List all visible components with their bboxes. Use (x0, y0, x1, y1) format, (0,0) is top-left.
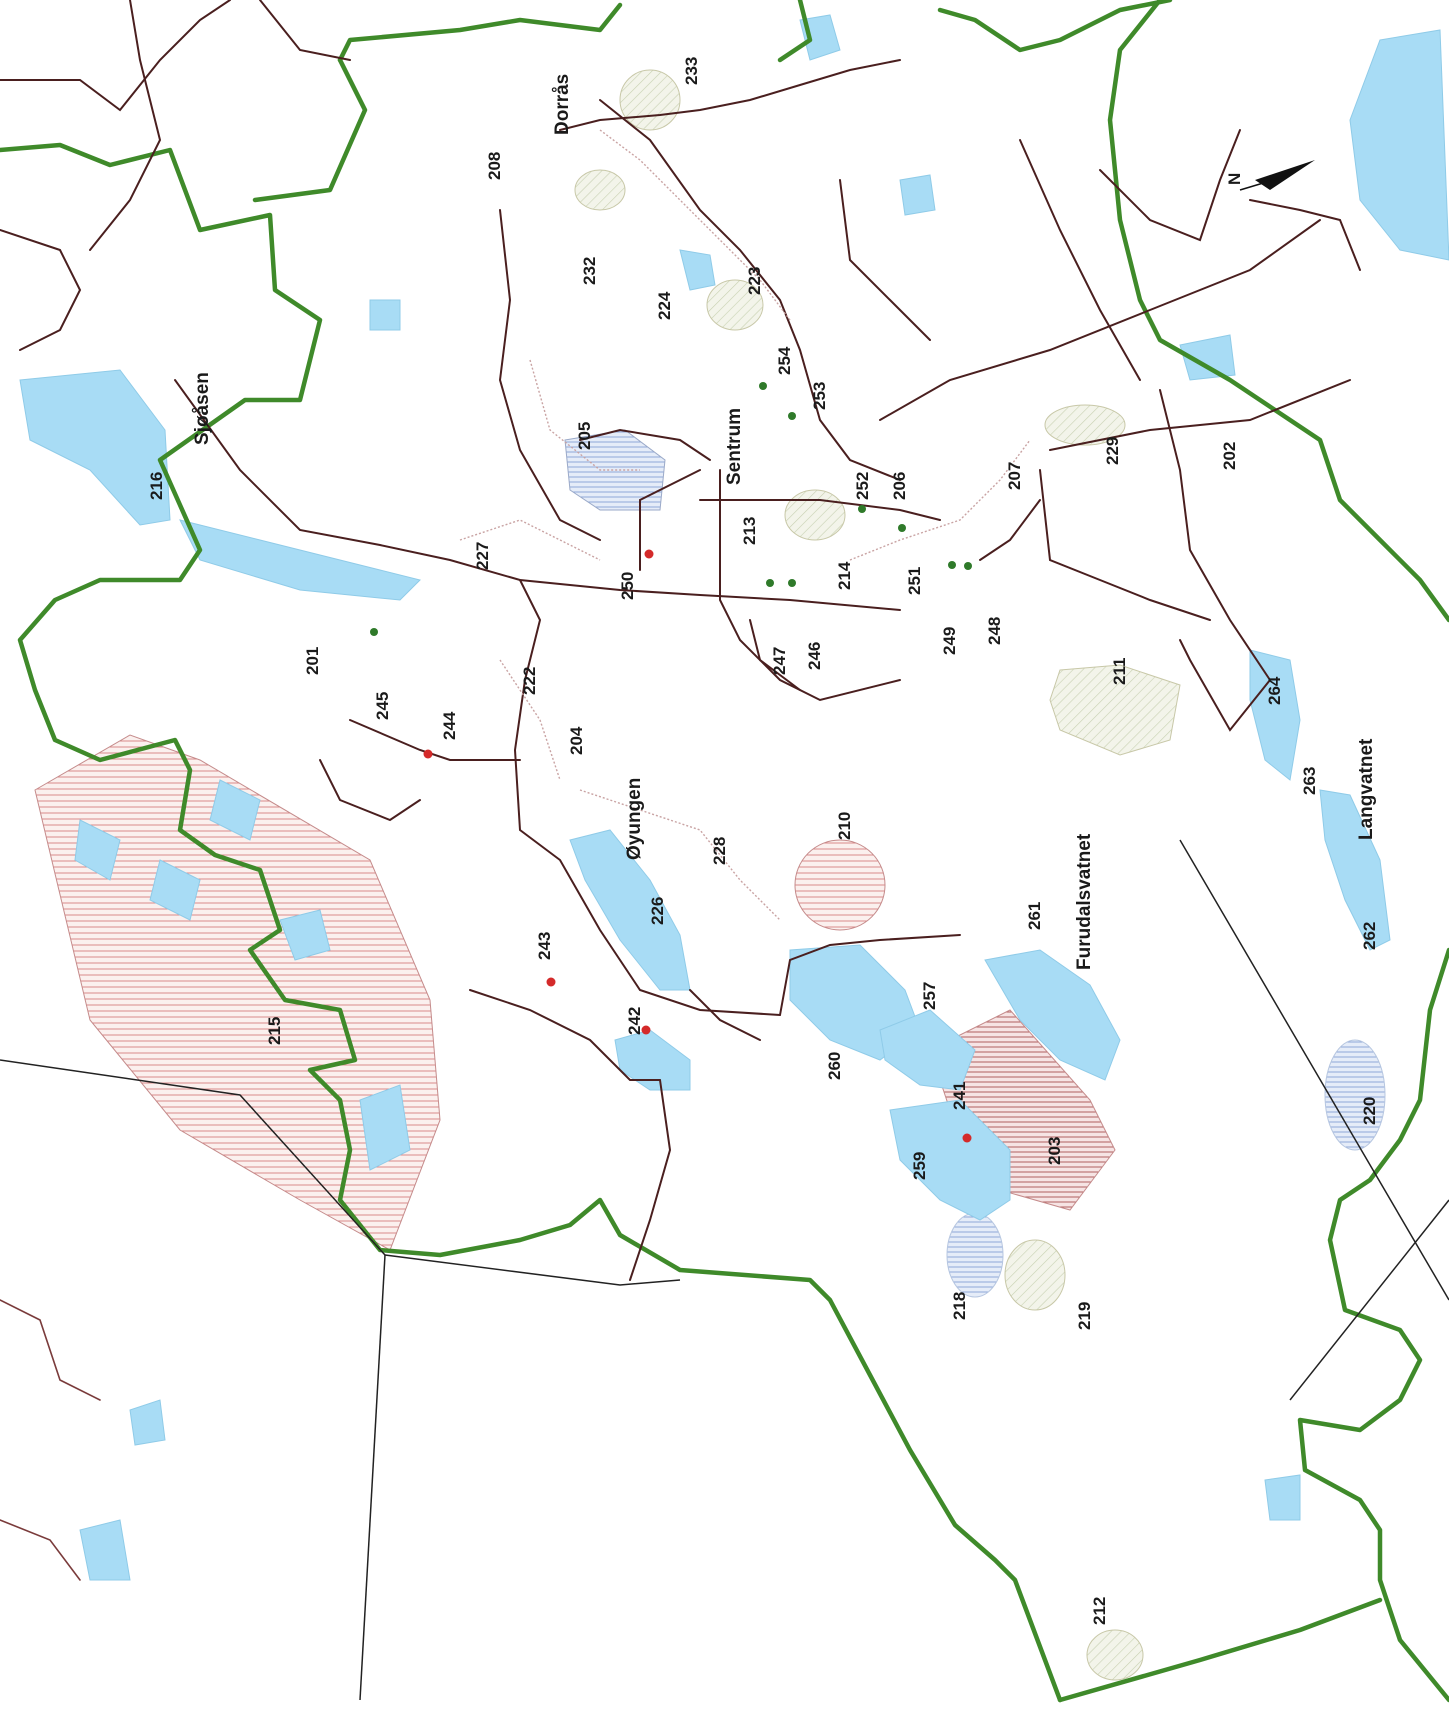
area-label-212[interactable]: 212 (1090, 1597, 1109, 1625)
area-label-254[interactable]: 254 (775, 346, 794, 375)
area-label-259[interactable]: 259 (910, 1152, 929, 1180)
area-label-213[interactable]: 213 (740, 517, 759, 545)
area-label-232[interactable]: 232 (580, 257, 599, 285)
area-218[interactable] (946, 1212, 1004, 1298)
area-label-241[interactable]: 241 (950, 1082, 969, 1110)
place-oyungen[interactable]: Øyungen (624, 778, 645, 860)
area-label-262[interactable]: 262 (1360, 922, 1379, 950)
area-212[interactable] (1086, 1629, 1144, 1681)
area-label-252[interactable]: 252 (853, 472, 872, 500)
area-229[interactable] (1044, 404, 1126, 446)
area-label-264[interactable]: 264 (1265, 676, 1284, 705)
place-furudalsvatnet[interactable]: Furudalsvatnet (1074, 833, 1095, 970)
area-label-245[interactable]: 245 (373, 692, 392, 720)
area-228[interactable] (574, 169, 626, 211)
area-label-222[interactable]: 222 (520, 667, 539, 695)
area-220[interactable] (1324, 1039, 1386, 1151)
area-label-210[interactable]: 210 (835, 812, 854, 840)
area-label-257[interactable]: 257 (920, 982, 939, 1010)
area-label-204[interactable]: 204 (567, 726, 586, 755)
area-label-247[interactable]: 247 (770, 647, 789, 675)
north-arrow-icon (1239, 160, 1315, 191)
area-label-214[interactable]: 214 (835, 561, 854, 590)
area-label-243[interactable]: 243 (535, 932, 554, 960)
place-sjoasen[interactable]: Sjøåsen (192, 372, 213, 445)
area-label-215[interactable]: 215 (265, 1017, 284, 1045)
area-label-251[interactable]: 251 (905, 567, 924, 595)
trails (459, 129, 1031, 921)
area-252[interactable] (784, 489, 846, 541)
area-label-206[interactable]: 206 (890, 472, 909, 500)
area-label-229[interactable]: 229 (1103, 437, 1122, 465)
area-label-223[interactable]: 223 (745, 267, 764, 295)
area-number-labels: 201 202 203 204 205 206 207 208 210 211 212 213 214 2… (147, 57, 1379, 1625)
area-label-202[interactable]: 202 (1220, 442, 1239, 470)
area-label-220[interactable]: 220 (1360, 1097, 1379, 1125)
area-label-250[interactable]: 250 (618, 572, 637, 600)
area-label-219[interactable]: 219 (1075, 1302, 1094, 1330)
area-210[interactable] (794, 839, 886, 931)
area-label-253[interactable]: 253 (810, 382, 829, 410)
area-label-226[interactable]: 226 (648, 897, 667, 925)
area-label-201[interactable]: 201 (303, 647, 322, 675)
red-points (423, 549, 972, 1143)
area-211[interactable] (1049, 664, 1181, 756)
area-label-263[interactable]: 263 (1300, 767, 1319, 795)
area-label-208[interactable]: 208 (485, 152, 504, 180)
place-langvatnet[interactable]: Langvatnet (1356, 738, 1377, 840)
area-label-244[interactable]: 244 (440, 711, 459, 740)
area-label-261[interactable]: 261 (1025, 902, 1044, 930)
area-label-246[interactable]: 246 (805, 642, 824, 670)
place-sentrum[interactable]: Sentrum (724, 408, 745, 485)
area-215[interactable] (34, 734, 441, 1251)
area-label-205[interactable]: 205 (575, 422, 594, 450)
area-label-228[interactable]: 228 (710, 837, 729, 865)
area-label-248[interactable]: 248 (985, 617, 1004, 645)
area-label-211[interactable]: 211 (1110, 658, 1129, 685)
area-223[interactable] (706, 279, 764, 331)
area-label-260[interactable]: 260 (825, 1052, 844, 1080)
area-label-227[interactable]: 227 (473, 542, 492, 570)
area-label-216[interactable]: 216 (147, 472, 166, 500)
area-label-218[interactable]: 218 (950, 1292, 969, 1320)
admin-lines (0, 839, 1449, 1701)
area-label-224[interactable]: 224 (655, 291, 674, 320)
area-label-207[interactable]: 207 (1005, 462, 1024, 490)
area-label-233[interactable]: 233 (682, 57, 701, 85)
area-label-242[interactable]: 242 (625, 1007, 644, 1035)
area-233[interactable] (619, 69, 681, 131)
place-dorras[interactable]: Dorrås (552, 74, 573, 135)
area-label-249[interactable]: 249 (940, 627, 959, 655)
green-points (370, 382, 972, 636)
roads (0, 0, 1361, 1581)
water-bodies (19, 14, 1449, 1581)
area-label-203[interactable]: 203 (1045, 1137, 1064, 1165)
area-219[interactable] (1004, 1239, 1066, 1311)
north-arrow-label: N (1225, 173, 1244, 185)
